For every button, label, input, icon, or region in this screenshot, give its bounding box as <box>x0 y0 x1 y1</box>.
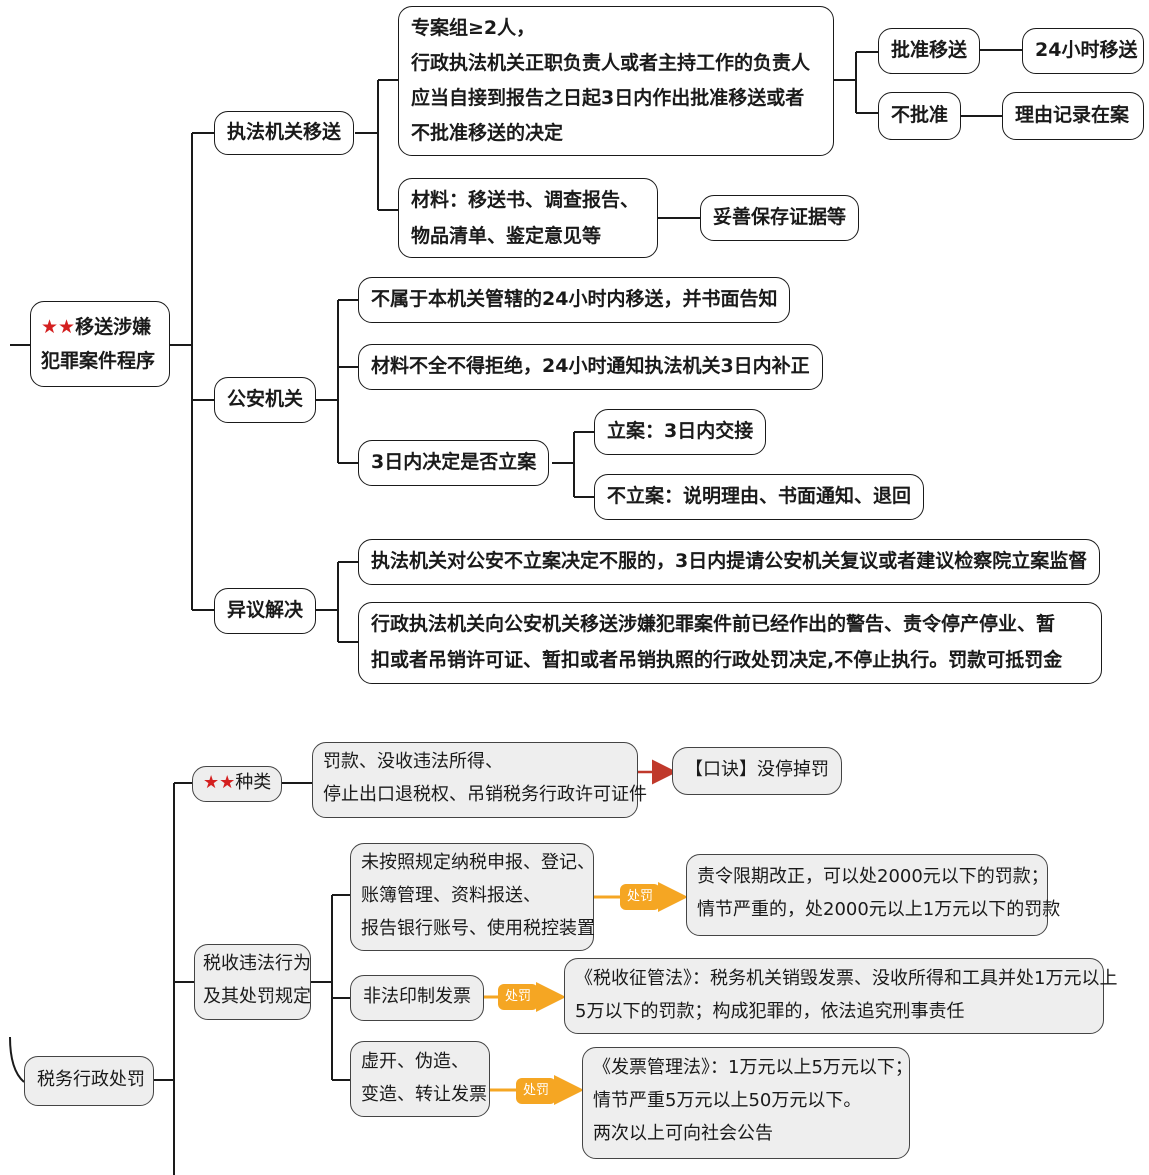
link-police-children <box>316 299 358 464</box>
materials-line-2: 物品清单、鉴定意见等 <box>411 225 602 247</box>
tax-violations-line-2: 及其处罚规定 <box>203 986 311 1007</box>
decision-line-2: 行政执法机关正职负责人或者主持工作的负责人 <box>411 52 811 74</box>
link-dispute-children <box>316 561 358 643</box>
police-item-1: 不属于本机关管辖的24小时内移送，并书面告知 <box>358 277 791 323</box>
violation-2-penalty-line-2: 5万以下的罚款；构成犯罪的，依法追究刑事责任 <box>575 1001 965 1022</box>
star-icon: ★★ <box>41 316 76 338</box>
violation-1-penalty-line-2: 情节严重的，处2000元以上1万元以下的罚款 <box>697 899 1061 920</box>
violation-1: 未按照规定纳税申报、登记、 账簿管理、资料报送、 报告银行账号、使用税控装置 <box>350 843 595 951</box>
mnemonic-node: 【口诀】没停掉罚 <box>672 747 842 795</box>
tax-violations-node: 税收违法行为 及其处罚规定 <box>194 944 311 1020</box>
materials-result: 妥善保存证据等 <box>700 195 860 241</box>
decision-box: 专案组≥2人， 行政执法机关正职负责人或者主持工作的负责人 应当自接到报告之日起… <box>398 6 834 156</box>
violation-2: 非法印制发票 <box>350 975 484 1021</box>
reject-node: 不批准 <box>878 92 962 140</box>
link-agency-children <box>355 79 398 211</box>
tax-types-line-1: 罚款、没收违法所得、 <box>323 751 503 772</box>
violation-3-line-1: 虚开、伪造、 <box>361 1051 469 1072</box>
decision-line-1: 专案组≥2人， <box>411 17 536 39</box>
tax-violations-line-1: 税收违法行为 <box>203 953 311 974</box>
link-tax-root-stub <box>9 1036 25 1083</box>
tax-types-line-2: 停止出口退税权、吊销税务行政许可证件 <box>323 784 647 805</box>
materials-box: 材料：移送书、调查报告、 物品清单、鉴定意见等 <box>398 178 658 258</box>
link-tax-trunk <box>154 783 175 1175</box>
reject-result: 理由记录在案 <box>1002 92 1144 140</box>
tax-types-node: ★★种类 <box>192 766 283 802</box>
root-title-line2: 犯罪案件程序 <box>41 350 156 372</box>
materials-line-1: 材料：移送书、调查报告、 <box>411 189 640 211</box>
penalty-tag-1: 处罚 <box>620 884 660 910</box>
violation-3-penalty: 《发票管理法》：1万元以上5万元以下； 情节严重5万元以上50万元以下。 两次以… <box>582 1047 913 1159</box>
violation-3: 虚开、伪造、 变造、转让发票 <box>350 1041 490 1117</box>
root-title-line1: 移送涉嫌 <box>75 316 152 338</box>
violation-3-line-2: 变造、转让发票 <box>361 1084 487 1105</box>
police-item-2: 材料不全不得拒绝，24小时通知执法机关3日内补正 <box>358 344 823 390</box>
violation-1-line-3: 报告银行账号、使用税控装置 <box>361 918 595 939</box>
approve-node: 批准移送 <box>878 28 981 74</box>
violation-3-penalty-line-2: 情节严重5万元以上50万元以下。 <box>593 1090 862 1111</box>
filing-yes: 立案：3日内交接 <box>594 409 767 455</box>
violation-1-line-2: 账簿管理、资料报送、 <box>361 885 541 906</box>
link-tax-violations <box>174 894 350 1081</box>
violation-2-penalty: 《税收征管法》：税务机关销毁发票、没收所得和工具并处1万元以上 5万以下的罚款；… <box>564 958 1118 1034</box>
penalty-tag-2: 处罚 <box>498 984 538 1010</box>
dispute-item-2-line-1: 行政执法机关向公安机关移送涉嫌犯罪案件前已经作出的警告、责令停产停业、暂 <box>371 613 1056 635</box>
root-node: ★★移送涉嫌 犯罪案件程序 <box>30 301 170 387</box>
violation-3-penalty-line-1: 《发票管理法》：1万元以上5万元以下； <box>593 1057 913 1078</box>
tax-root-node: 税务行政处罚 <box>24 1056 154 1106</box>
link-item3-children <box>552 431 594 498</box>
link-root-trunk <box>170 133 193 610</box>
penalty-tag-3: 处罚 <box>516 1078 556 1104</box>
link-decision-children <box>833 51 878 114</box>
tax-types-content: 罚款、没收违法所得、 停止出口退税权、吊销税务行政许可证件 <box>312 742 647 818</box>
violation-1-penalty: 责令限期改正，可以处2000元以下的罚款； 情节严重的，处2000元以上1万元以… <box>686 854 1061 936</box>
violation-3-penalty-line-3: 两次以上可向社会公告 <box>593 1123 773 1144</box>
star-icon: ★★ <box>203 772 236 793</box>
branch-agency: 执法机关移送 <box>214 111 355 155</box>
violation-1-penalty-line-1: 责令限期改正，可以处2000元以下的罚款； <box>697 866 1049 887</box>
dispute-item-1: 执法机关对公安不立案决定不服的，3日内提请公安机关复议或者建议检察院立案监督 <box>358 539 1101 585</box>
decision-line-4: 不批准移送的决定 <box>411 122 564 144</box>
branch-police: 公安机关 <box>214 377 317 423</box>
filing-no: 不立案：说明理由、书面通知、退回 <box>594 474 925 520</box>
violation-2-penalty-line-1: 《税收征管法》：税务机关销毁发票、没收所得和工具并处1万元以上 <box>575 968 1118 989</box>
branch-dispute: 异议解决 <box>214 588 317 634</box>
dispute-item-2-line-2: 扣或者吊销许可证、暂扣或者吊销执照的行政处罚决定,不停止执行。罚款可抵罚金 <box>371 649 1063 671</box>
approve-result: 24小时移送 <box>1022 28 1144 74</box>
decision-line-3: 应当自接到报告之日起3日内作出批准移送或者 <box>411 87 805 109</box>
tax-types-label: 种类 <box>235 772 272 793</box>
violation-1-line-1: 未按照规定纳税申报、登记、 <box>361 852 595 873</box>
dispute-item-2: 行政执法机关向公安机关移送涉嫌犯罪案件前已经作出的警告、责令停产停业、暂 扣或者… <box>358 602 1102 684</box>
police-item-3: 3日内决定是否立案 <box>358 440 550 486</box>
